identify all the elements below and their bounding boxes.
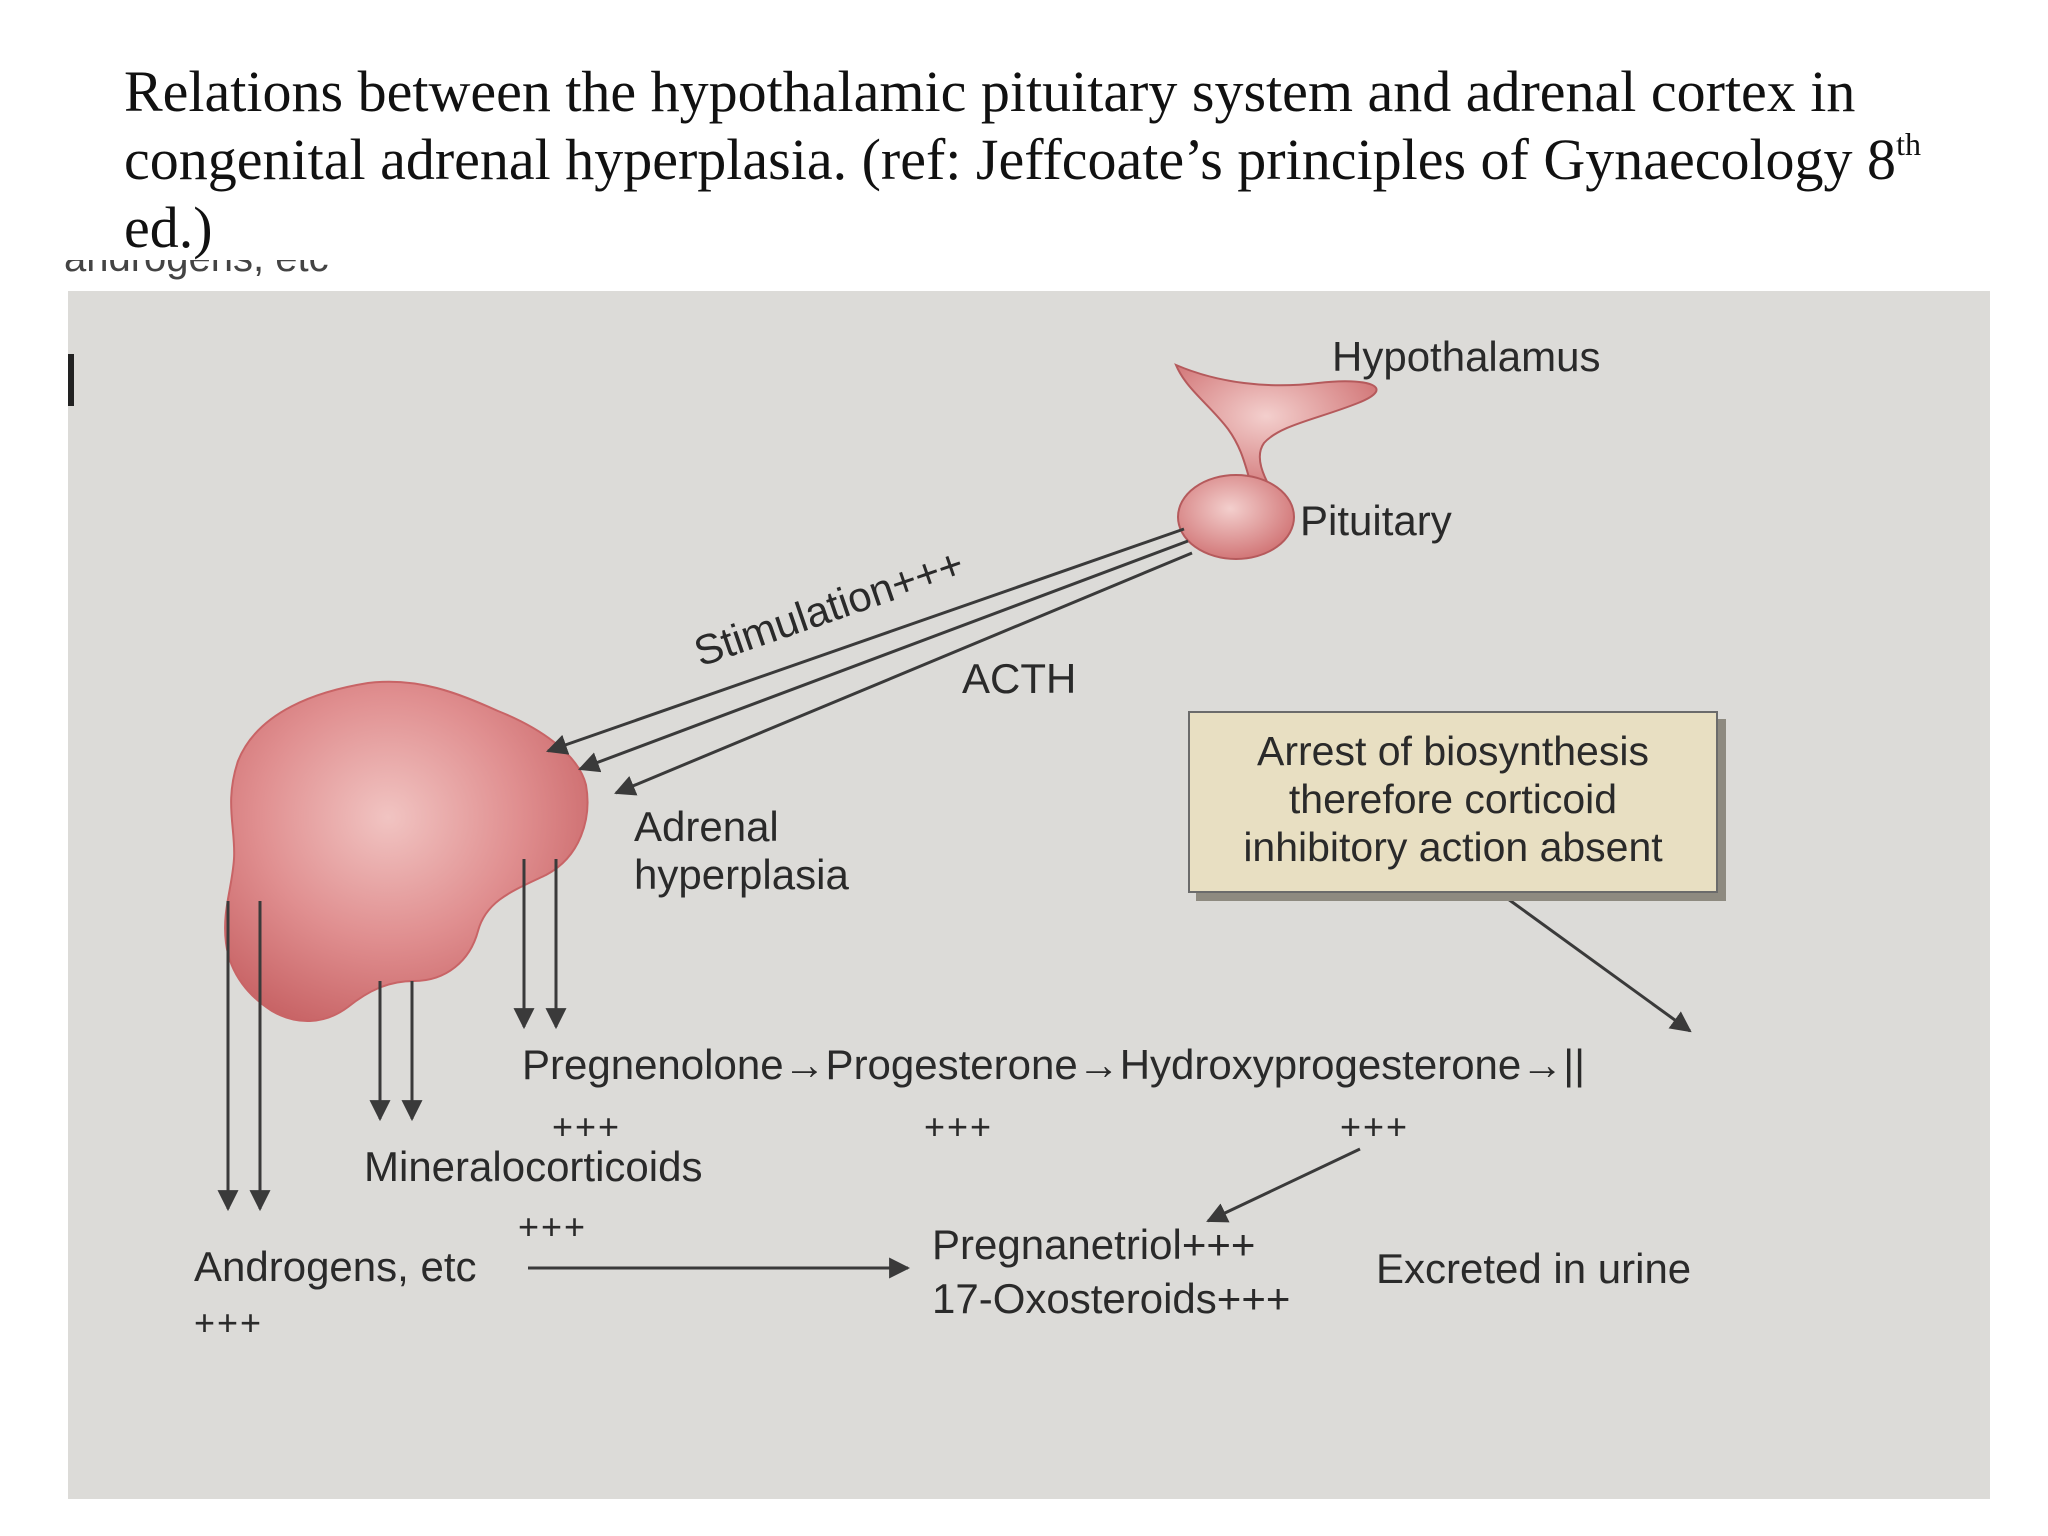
- arrest-arrow: [1507, 897, 1692, 1033]
- caption-line-3: ed.): [124, 195, 213, 260]
- adrenal-label: Adrenal hyperplasia: [634, 803, 849, 899]
- caption-line-2: congenital adrenal hyperplasia. (ref: Je…: [124, 127, 1897, 192]
- mineralocorticoids-label: Mineralocorticoids: [364, 1143, 703, 1190]
- pathway-label: Pregnenolone→Progesterone→Hydroxyprogest…: [522, 1041, 1586, 1088]
- arrest-box-line-1: Arrest of biosynthesis: [1257, 728, 1649, 774]
- cutoff-text-fragment: androgens, etc: [64, 260, 344, 282]
- diagram-figure: Hypothalamus Pituitary Stimulation+++ AC…: [68, 291, 1990, 1499]
- page-edge-mark: [68, 354, 74, 406]
- oxosteroids-label: 17-Oxosteroids+++: [932, 1275, 1291, 1322]
- adrenal-gland-shape: [224, 680, 589, 1022]
- hypothalamus-shape: [1174, 363, 1378, 495]
- androgens-label: Androgens, etc: [194, 1243, 477, 1290]
- pituitary-label: Pituitary: [1300, 497, 1452, 544]
- acth-arrow-1: [546, 527, 1185, 755]
- plus-pregnenolone: +++: [552, 1106, 622, 1147]
- adrenal-label-line-2: hyperplasia: [634, 851, 849, 898]
- hypothalamus-label: Hypothalamus: [1332, 333, 1601, 380]
- acth-arrow-3: [614, 551, 1193, 796]
- plus-progesterone: +++: [924, 1106, 994, 1147]
- arrest-box-line-2: therefore corticoid: [1288, 776, 1618, 822]
- plus-hydroxyprogesterone: +++: [1340, 1106, 1410, 1147]
- plus-mineralocorticoids: +++: [518, 1206, 588, 1247]
- arrest-box-line-3: inhibitory action absent: [1243, 824, 1663, 870]
- diagram-graphics: [217, 363, 1692, 1279]
- adrenal-label-line-1: Adrenal: [634, 803, 779, 850]
- acth-arrow-2: [578, 539, 1189, 773]
- diversion-arrow: [1206, 1147, 1361, 1223]
- plus-androgens: +++: [194, 1302, 264, 1343]
- caption-line-1: Relations between the hypothalamic pitui…: [124, 59, 1856, 124]
- arrest-box: Arrest of biosynthesis therefore cortico…: [1188, 711, 1718, 893]
- pituitary-shape: [1177, 474, 1295, 560]
- caption-superscript: th: [1896, 126, 1921, 162]
- acth-label: ACTH: [962, 655, 1077, 702]
- excreted-label: Excreted in urine: [1376, 1245, 1692, 1292]
- pregnanetriol-label: Pregnanetriol+++: [932, 1221, 1256, 1268]
- figure-caption: Relations between the hypothalamic pitui…: [124, 58, 1984, 262]
